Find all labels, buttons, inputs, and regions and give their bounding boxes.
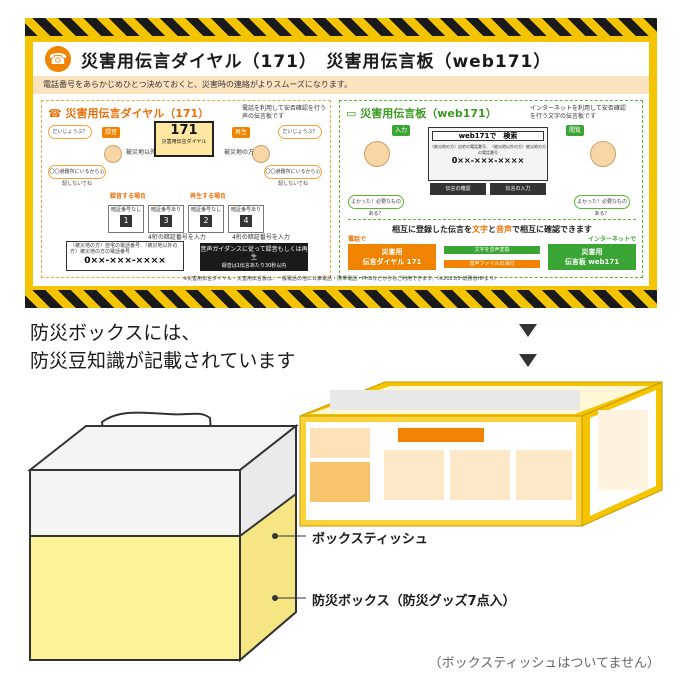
voice-file-arrow: 音声ファイルの添付	[444, 260, 540, 268]
disaster-message-banner: ☎ 災害用伝言ダイヤル（171） 災害用伝言板（web171） 電話番号をあらか…	[25, 18, 657, 308]
web171-heading: ▭ 災害用伝言板（web171）	[346, 107, 497, 120]
banner-title: 災害用伝言ダイヤル（171） 災害用伝言板（web171）	[81, 51, 552, 72]
enter-message-button: 伝言の入力	[490, 183, 546, 195]
number-value: 0××-×××-××××	[451, 156, 525, 165]
play-heading: 再生する場合	[190, 193, 227, 200]
banner-title-row: ☎ 災害用伝言ダイヤル（171） 災害用伝言板（web171）	[33, 42, 649, 76]
dial-171-panel: ☎ 災害用伝言ダイヤル（171） 電話を利用して安否確認を行う声の伝言板です だ…	[41, 100, 331, 278]
step-note: 4桁の暗証番号を入力	[148, 234, 206, 241]
tissue-box-outline	[27, 411, 299, 663]
footer-note: （ボックスティッシュはついてません）	[428, 656, 660, 671]
web171-note: インターネットを利用して安否確認を行う文字の伝言板です	[530, 105, 626, 120]
dial-171-summary: 災害用伝言ダイヤル 171	[348, 244, 436, 270]
dial-number: 171	[170, 123, 198, 138]
phone-icon: ☎	[45, 46, 71, 72]
view-tag: 閲覧	[566, 125, 585, 136]
banner-footnote: ※災害用伝言ダイヤル・災害用伝言板は、一般電話の他に公衆電話・携帯電話・PHSな…	[182, 276, 500, 282]
person-icon	[590, 141, 616, 167]
hazard-stripe-top	[25, 18, 657, 36]
product-box-illustration	[299, 381, 663, 527]
record-heading: 録音する場合	[110, 193, 147, 200]
dial-171-note: 電話を利用して安否確認を行う声の伝言板です	[242, 105, 326, 120]
banner-content: ☎ 災害用伝言ダイヤル（171） 災害用伝言板（web171） 電話番号をあらか…	[33, 42, 649, 286]
dial-caption: 災害用伝言ダイヤル	[161, 139, 207, 145]
role-outside: 被災地以外の方	[126, 149, 169, 156]
number-hint: 〈被災地の方〉自宅の電話番号、〈被災地以外の方〉被災地の方の電話番号	[70, 243, 178, 255]
web171-summary: 災害用伝言板 web171	[548, 244, 636, 270]
web171-buttons: 伝言の確認 伝言の入力	[430, 183, 546, 195]
web171-panel: ▭ 災害用伝言板（web171） インターネットを利用して安否確認を行う文字の伝…	[339, 100, 643, 278]
banner-intro: 電話番号をあらかじめひとつ決めておくと、災害時の連絡がよりスムーズになります。	[33, 76, 649, 94]
dial-171-box: 171 災害用伝言ダイヤル	[154, 121, 214, 157]
number-hint: 〈被災地の方〉自宅の電話番号、〈被災地以外の方〉被災地の方の電話番号	[430, 144, 546, 155]
mutual-check-row: 相互に登録した伝言を文字と音声で相互に確認できます 電話で インターネットで 災…	[348, 219, 636, 275]
caption-line-2: 防災豆知識が記載されています	[30, 350, 296, 372]
input-tag: 入力	[392, 125, 411, 136]
record-tag: 録音	[102, 127, 121, 138]
guidance-text: 音声ガイダンスに従って録音もしくは再生	[200, 246, 308, 261]
down-arrow-icon	[519, 354, 537, 367]
speech-bubble: よかった！必要なものある？	[574, 195, 630, 217]
role-victim: 被災地の方	[224, 149, 255, 156]
speech-bubble: だいじょうぶ？	[48, 125, 92, 139]
caption-line-1: 防災ボックスには、	[30, 322, 201, 344]
net-label: インターネットで	[587, 236, 636, 243]
guidance-sub: 録音は1伝言あたり30秒以内	[221, 263, 287, 269]
person-icon	[104, 145, 122, 163]
web171-screen: web171で 検索 〈被災地の方〉自宅の電話番号、〈被災地以外の方〉被災地の方…	[428, 127, 548, 181]
check-message-button: 伝言の確認	[430, 183, 486, 195]
label-tissue: ボックスティッシュ	[312, 532, 428, 547]
caption: 防災ボックスには、 防災豆知識が記載されています	[30, 319, 295, 375]
speech-bubble: 〇〇避難所にいるから心配しないでね	[48, 165, 106, 187]
phone-number-box: 〈被災地の方〉自宅の電話番号、〈被災地以外の方〉被災地の方の電話番号 0××-×…	[66, 241, 184, 271]
number-value: 0××-×××-××××	[84, 256, 166, 266]
label-disaster-box: 防災ボックス（防災グッズ7点入）	[312, 594, 516, 609]
speech-bubble: だいじょうぶ？	[278, 125, 322, 139]
mutual-title: 相互に登録した伝言を文字と音声で相互に確認できます	[392, 225, 592, 234]
text-to-voice-arrow: 文字を音声変換	[444, 246, 540, 254]
step-note: 4桁の暗証番号を入力	[232, 234, 290, 241]
play-tag: 再生	[232, 127, 251, 138]
dial-171-heading: ☎ 災害用伝言ダイヤル（171）	[48, 107, 210, 120]
down-arrow-icon	[519, 324, 537, 337]
person-icon	[252, 145, 270, 163]
search-bar: web171で 検索	[432, 131, 544, 141]
hazard-stripe-bottom	[25, 290, 657, 308]
box-illustration	[27, 381, 663, 663]
speech-bubble: よかった！必要なものある？	[348, 195, 404, 217]
phone-label: 電話で	[348, 236, 367, 243]
guidance-box: 音声ガイダンスに従って録音もしくは再生 録音は1伝言あたり30秒以内	[200, 243, 308, 271]
speech-bubble: 〇〇避難所にいるから心配しないでね	[264, 165, 322, 187]
person-icon	[364, 141, 390, 167]
